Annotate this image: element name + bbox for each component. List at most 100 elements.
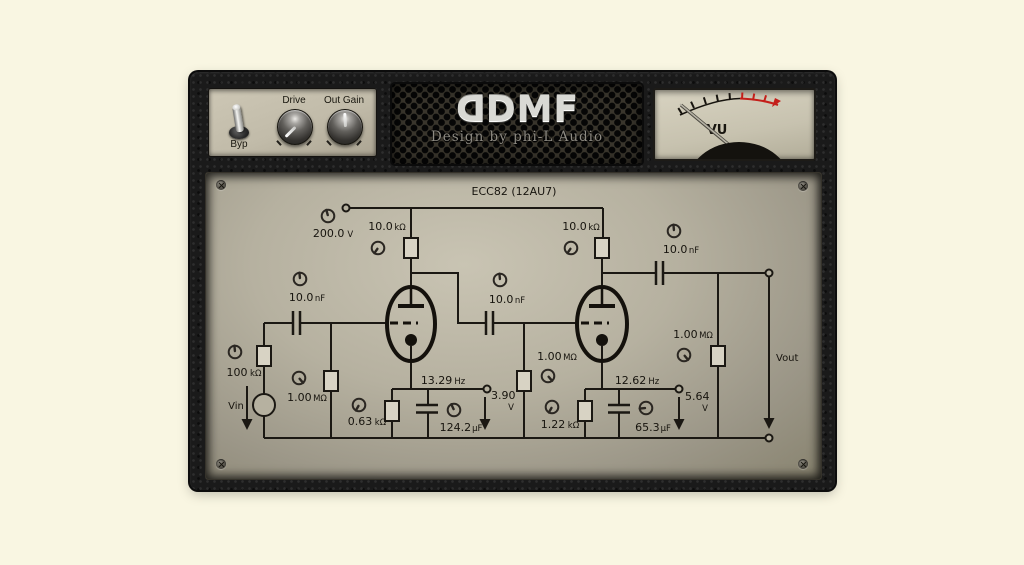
plate-resistor-1-knob-icon[interactable] <box>370 240 386 256</box>
screw-icon <box>798 181 808 191</box>
cathode-2-terminal-icon <box>674 384 684 394</box>
drive-label: Drive <box>282 95 306 106</box>
speaker-grille: DDMF Design by phi-L Audio <box>390 82 644 166</box>
vu-label: VU <box>707 123 728 138</box>
screw-icon <box>216 459 226 469</box>
load-resistor-icon <box>710 345 726 367</box>
grid-resistor-1-knob-icon[interactable] <box>291 370 307 386</box>
logo-rest: DMF <box>485 89 580 130</box>
terminal-circles <box>341 203 774 443</box>
logo-mirrored-d: D <box>454 89 486 130</box>
vu-meter-graphic: VU <box>677 92 781 159</box>
input-cap-knob-icon[interactable] <box>292 271 308 287</box>
signal-arrows <box>241 386 775 430</box>
screw-icon <box>216 180 226 190</box>
grid-resistor-1-icon <box>323 370 339 392</box>
cathode-voltage-1-value: 3.90 <box>491 389 516 402</box>
vu-ticks-black <box>677 92 731 115</box>
screw-icon <box>798 459 808 469</box>
cathode-cap-1-knob-icon[interactable] <box>446 402 462 418</box>
vout-label: Vout <box>776 353 799 364</box>
plate-resistor-2-icon <box>594 237 610 259</box>
out-gain-label: Out Gain <box>323 95 365 106</box>
bypass-label: Byp <box>230 139 248 150</box>
resistor-symbols <box>256 237 726 422</box>
switch-base-icon <box>229 126 249 139</box>
supply-voltage-knob-icon[interactable] <box>320 208 336 224</box>
output-cap-icon <box>654 261 665 285</box>
drive-knob-face <box>277 109 313 145</box>
circuit-diagram: ECC82 (12AU7) 200.0V 10.0kΩ 10.0kΩ 10.0n… <box>227 185 799 443</box>
out-gain-knob[interactable] <box>327 109 363 145</box>
plugin-window: Byp Drive Out Gain DDMF Design by phi-L … <box>190 72 835 490</box>
interstage-cap-icon <box>484 311 495 335</box>
input-resistor-icon <box>256 345 272 367</box>
plate-resistor-2-knob-icon[interactable] <box>563 240 579 256</box>
interstage-cap-knob-icon[interactable] <box>492 272 508 288</box>
capacitor-symbols <box>291 261 665 414</box>
load-resistor-knob-icon[interactable] <box>676 347 692 363</box>
cathode-1-terminal-icon <box>482 384 492 394</box>
vu-red-arrow-icon <box>772 98 781 107</box>
cathode-cap-2-knob-icon[interactable] <box>638 400 654 416</box>
cathode-resistor-1-icon <box>384 400 400 422</box>
vin-label: Vin <box>228 401 244 412</box>
cathode-voltage-1-unit: V <box>508 403 514 413</box>
vu-scale-arc-red <box>739 97 779 106</box>
vin-arrow-icon <box>241 419 253 430</box>
output-bottom-terminal-icon <box>764 433 774 443</box>
grid-resistor-2-knob-icon[interactable] <box>540 368 556 384</box>
input-resistor-knob-icon[interactable] <box>227 344 243 360</box>
brand-tagline: Design by phi-L Audio <box>430 129 604 145</box>
output-top-terminal-icon <box>764 268 774 278</box>
drive-knob[interactable] <box>277 109 313 145</box>
supply-terminal-icon <box>341 203 351 213</box>
grid-resistor-2-icon <box>516 370 532 392</box>
tube-2-icon <box>575 285 629 363</box>
brand-logo: DDMF <box>392 89 642 130</box>
tube-1-icon <box>385 285 437 363</box>
output-cap-knob-icon[interactable] <box>666 223 682 239</box>
cathode-voltage-2-unit: V <box>702 404 708 414</box>
vu-ticks-red <box>741 92 768 103</box>
cathode-2-arrow-icon <box>673 419 685 430</box>
cathode-cap-1-value: 124.2µF <box>440 421 483 434</box>
cathode-1-arrow-icon <box>479 419 491 430</box>
out-gain-knob-face <box>327 109 363 145</box>
cathode-resistor-2-icon <box>577 400 593 422</box>
cathode-cap-2-value: 65.3µF <box>635 421 671 434</box>
vu-meter: VU <box>653 88 816 161</box>
cathode-resistor-1-knob-icon[interactable] <box>351 397 367 413</box>
cathode-resistor-2-knob-icon[interactable] <box>544 399 560 415</box>
bypass-switch[interactable] <box>224 99 254 141</box>
out-gain-knob-pointer <box>342 112 347 128</box>
plate-resistor-1-icon <box>403 237 419 259</box>
cathode-cap-2-icon <box>608 403 630 414</box>
vin-source-icon <box>252 393 276 417</box>
schematic-title: ECC82 (12AU7) <box>472 185 557 198</box>
drive-knob-pointer <box>284 125 297 138</box>
input-cap-icon <box>291 311 302 335</box>
vu-scale-arc-black <box>679 97 741 116</box>
cathode-cap-1-icon <box>416 403 438 414</box>
control-panel: Byp Drive Out Gain <box>208 88 377 157</box>
cathode-voltage-2-value: 5.64 <box>685 390 710 403</box>
vu-needle-hub <box>697 142 781 159</box>
vout-arrow-icon <box>763 418 775 429</box>
